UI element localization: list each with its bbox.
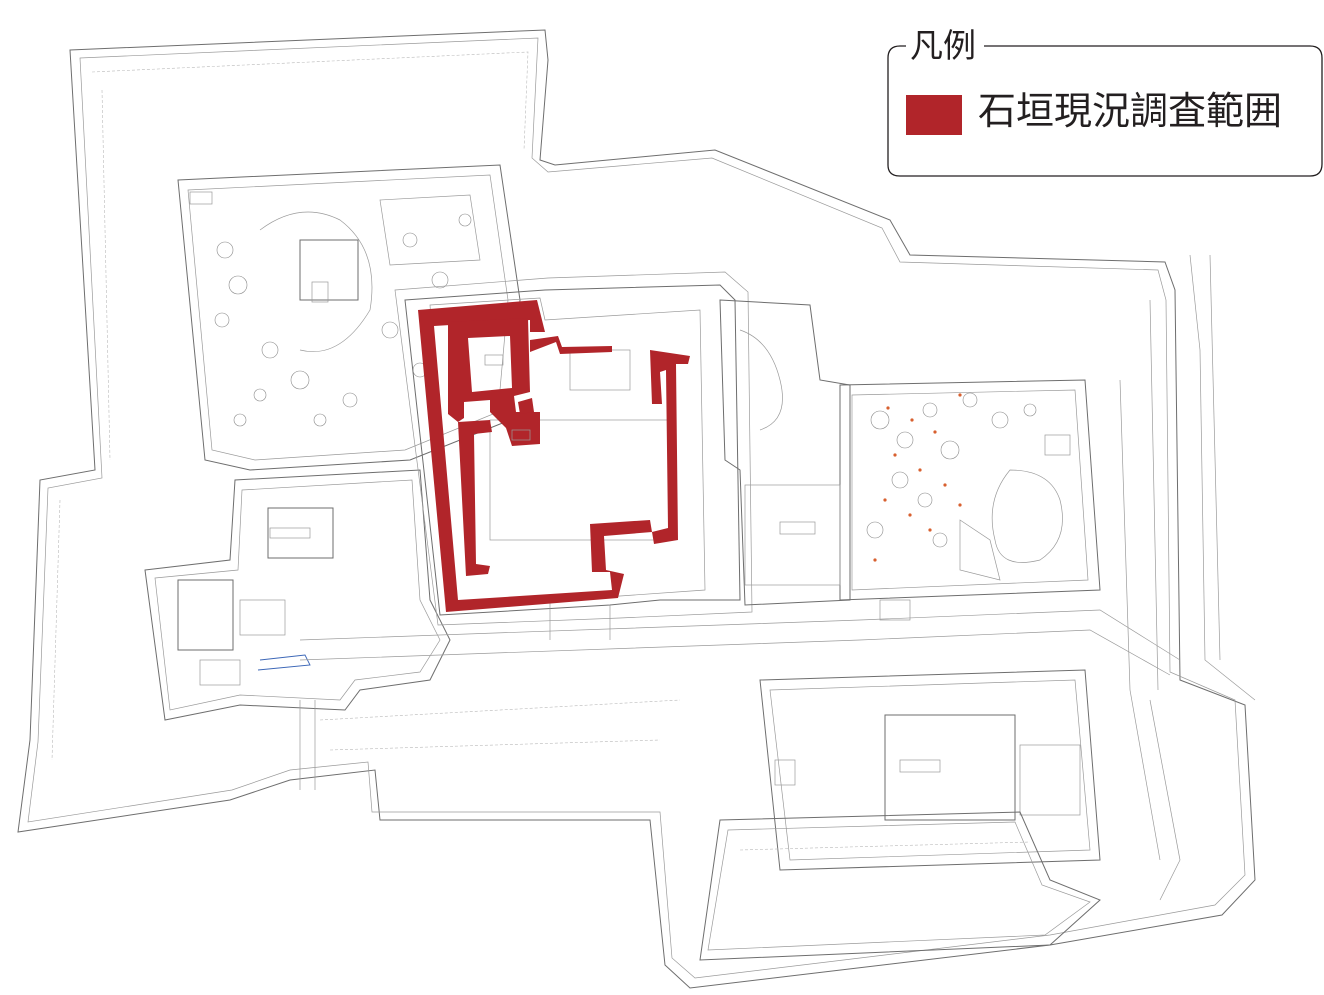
south-approach [299,609,1181,751]
survey-wall-tenshu [448,318,540,446]
survey-wall-gate [518,398,534,414]
legend-label-survey-range: 石垣現況調査範囲 [978,89,1283,133]
survey-wall-inner [458,420,492,576]
survey-wall-west [418,300,652,612]
legend-title: 凡例 [906,27,980,65]
survey-wall-step [530,336,612,354]
west-compound [144,469,451,790]
survey-range-walls [418,300,690,612]
outer-boundary [17,29,1256,989]
legend-frame [887,45,1323,177]
site-annotations [269,354,941,773]
southeast-enclosure [699,669,1181,961]
survey-wall-east [650,350,690,544]
middle-block [719,299,851,606]
legend-swatch-survey-range [906,95,962,135]
east-garden [839,379,1101,621]
